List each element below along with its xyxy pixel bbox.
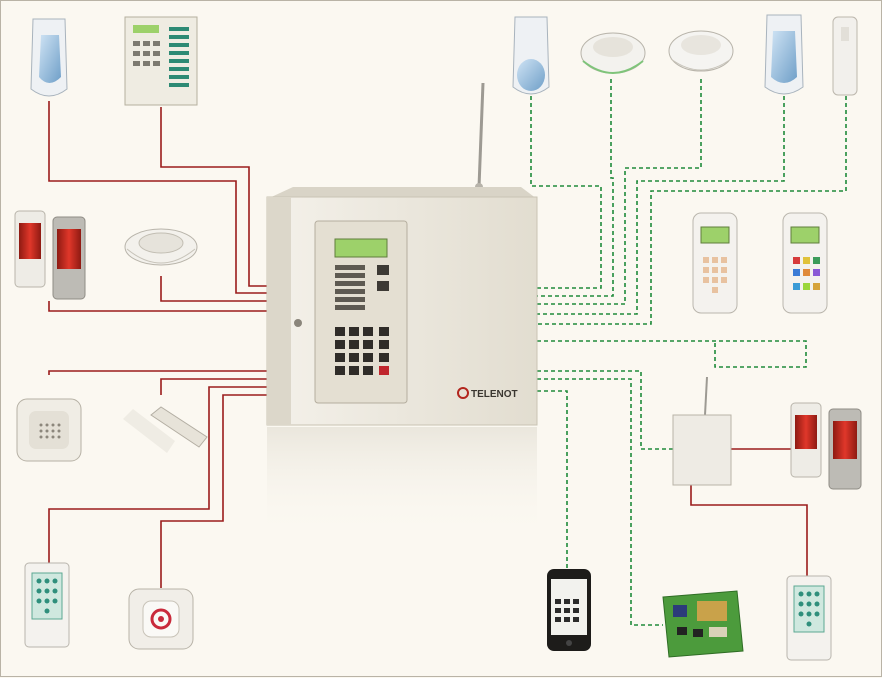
wired-connections bbox=[48, 101, 808, 588]
speaker-icon bbox=[16, 398, 82, 462]
wireless-smoke-detector-1 bbox=[580, 32, 646, 74]
keypad-reader-right bbox=[786, 575, 832, 661]
panel-lock-icon bbox=[294, 319, 302, 327]
smoke-detector-left bbox=[124, 228, 198, 266]
wire-magnetic-contacts bbox=[160, 378, 267, 395]
wireless-smoke-detector-2 bbox=[668, 30, 734, 72]
radio-smartphone bbox=[537, 390, 568, 569]
remote-control-icon bbox=[692, 212, 738, 314]
smoke-detector-icon bbox=[124, 228, 198, 266]
panic-button-icon bbox=[128, 588, 194, 650]
wireless-door-contact bbox=[832, 16, 858, 96]
radio-wireless-motion-detector-2 bbox=[537, 96, 785, 315]
wire-speaker-module bbox=[48, 370, 267, 375]
keypad-icon bbox=[786, 575, 832, 661]
motion-detector-icon bbox=[764, 14, 804, 95]
wire-emergency-button bbox=[160, 394, 267, 588]
remote-control-1 bbox=[692, 212, 738, 314]
central-control-panel: TELENOT bbox=[266, 82, 538, 537]
smoke-detector-icon bbox=[580, 32, 646, 74]
wireless-connections bbox=[530, 79, 847, 626]
wireless-motion-detector-1 bbox=[512, 16, 550, 95]
wire-keypad-reader-right bbox=[690, 485, 808, 576]
panel-antenna bbox=[477, 82, 485, 188]
door-contact-icon bbox=[832, 16, 858, 96]
telenot-logo-icon: TELENOT bbox=[457, 387, 518, 400]
motion-detector-icon bbox=[30, 18, 68, 97]
radio-receiver-icon bbox=[672, 376, 732, 486]
siren-beacon-icon bbox=[790, 402, 862, 490]
radio-wireless-smoke-detector-2 bbox=[537, 79, 702, 305]
panel-led-rows bbox=[335, 265, 365, 310]
wireless-receiver bbox=[672, 376, 732, 486]
radio-wireless-smoke-detector-1 bbox=[537, 79, 614, 297]
keypad-icon bbox=[24, 562, 70, 648]
motion-detector-icon bbox=[512, 16, 550, 95]
control-keypad-icon bbox=[124, 16, 198, 106]
radio-remote-controls bbox=[537, 340, 807, 368]
wireless-motion-detector-2 bbox=[764, 14, 804, 95]
smartphone-icon bbox=[547, 569, 591, 651]
radio-wireless-door-contact bbox=[537, 96, 847, 325]
magnetic-contacts bbox=[123, 406, 208, 453]
radio-wireless-receiver bbox=[537, 370, 673, 450]
motion-detector-top-left bbox=[30, 18, 68, 97]
operating-panel-top bbox=[124, 16, 198, 106]
wire-keypad-reader-left bbox=[48, 386, 267, 563]
panel-keypad bbox=[335, 327, 389, 375]
speaker-module bbox=[16, 398, 82, 462]
circuit-board-icon bbox=[662, 590, 744, 658]
smartphone bbox=[547, 569, 591, 651]
wire-siren-beacon-left bbox=[48, 301, 267, 312]
radio-wireless-motion-detector-1 bbox=[530, 96, 602, 289]
remote-control-icon bbox=[782, 212, 828, 314]
emergency-button bbox=[128, 588, 194, 650]
magnetic-contact-icon bbox=[123, 406, 208, 453]
communication-board bbox=[662, 590, 744, 658]
keypad-reader-left bbox=[24, 562, 70, 648]
brand-label: TELENOT bbox=[471, 389, 518, 400]
siren-beacon-icon bbox=[14, 210, 86, 300]
wire-smoke-detector-left bbox=[160, 276, 267, 302]
wire-motion-detector-top-left bbox=[48, 101, 267, 294]
smoke-detector-icon bbox=[668, 30, 734, 72]
wire-operating-panel-top bbox=[160, 107, 267, 287]
siren-beacon-right bbox=[790, 402, 862, 490]
remote-control-2 bbox=[782, 212, 828, 314]
radio-communication-board bbox=[537, 378, 663, 626]
siren-beacon-left bbox=[14, 210, 86, 300]
